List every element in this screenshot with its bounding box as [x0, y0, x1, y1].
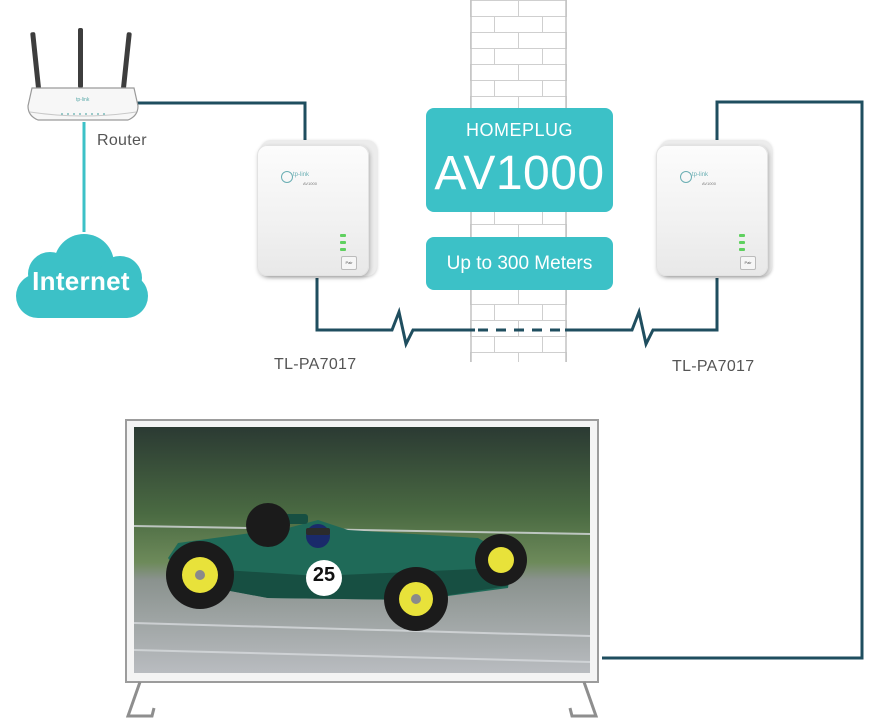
- tplink-logo-icon: [680, 171, 692, 183]
- adapter-right: tp-link AV1000 Pair: [656, 145, 768, 276]
- adapter-left-label: TL-PA7017: [274, 356, 357, 373]
- adapter-right-pair-button: Pair: [740, 256, 756, 270]
- adapter-left-pair-button: Pair: [341, 256, 357, 270]
- homeplug-badge-line2: AV1000: [434, 147, 605, 200]
- router-icon: [27, 28, 139, 121]
- router-label: Router: [97, 132, 147, 149]
- power-led-icon: [739, 234, 745, 237]
- powerline-right: [565, 278, 719, 349]
- adapter-right-label: TL-PA7017: [672, 358, 755, 375]
- range-badge: Up to 300 Meters: [426, 237, 613, 290]
- cloud-icon: [16, 234, 148, 318]
- ethernet-led-icon: [739, 248, 745, 251]
- internet-label: Internet: [32, 266, 130, 296]
- tv-screen: [125, 419, 599, 718]
- adapter-left-brand: tp-link: [293, 172, 310, 178]
- router: tp-link: [18, 28, 148, 128]
- internet-cloud: Internet: [6, 228, 156, 320]
- powerline-left: [315, 278, 475, 349]
- powerline-led-icon: [340, 241, 346, 244]
- router-cable: [134, 101, 307, 140]
- tv-cable: [602, 100, 864, 660]
- race-car: [166, 503, 527, 631]
- powerline-led-icon: [739, 241, 745, 244]
- ethernet-led-icon: [340, 248, 346, 251]
- adapter-left: tp-link AV1000 Pair: [257, 145, 369, 276]
- adapter-right-model: AV1000: [702, 181, 716, 186]
- tplink-logo-icon: [281, 171, 293, 183]
- adapter-right-brand: tp-link: [692, 172, 709, 178]
- car-number: 25: [312, 564, 336, 586]
- adapter-left-model: AV1000: [303, 181, 317, 186]
- router-brand: tp-link: [76, 97, 90, 103]
- homeplug-badge: HOMEPLUG AV1000: [426, 108, 613, 212]
- television: 25: [118, 418, 604, 720]
- power-led-icon: [340, 234, 346, 237]
- homeplug-badge-line1: HOMEPLUG: [465, 120, 574, 140]
- range-badge-label: Up to 300 Meters: [446, 253, 593, 274]
